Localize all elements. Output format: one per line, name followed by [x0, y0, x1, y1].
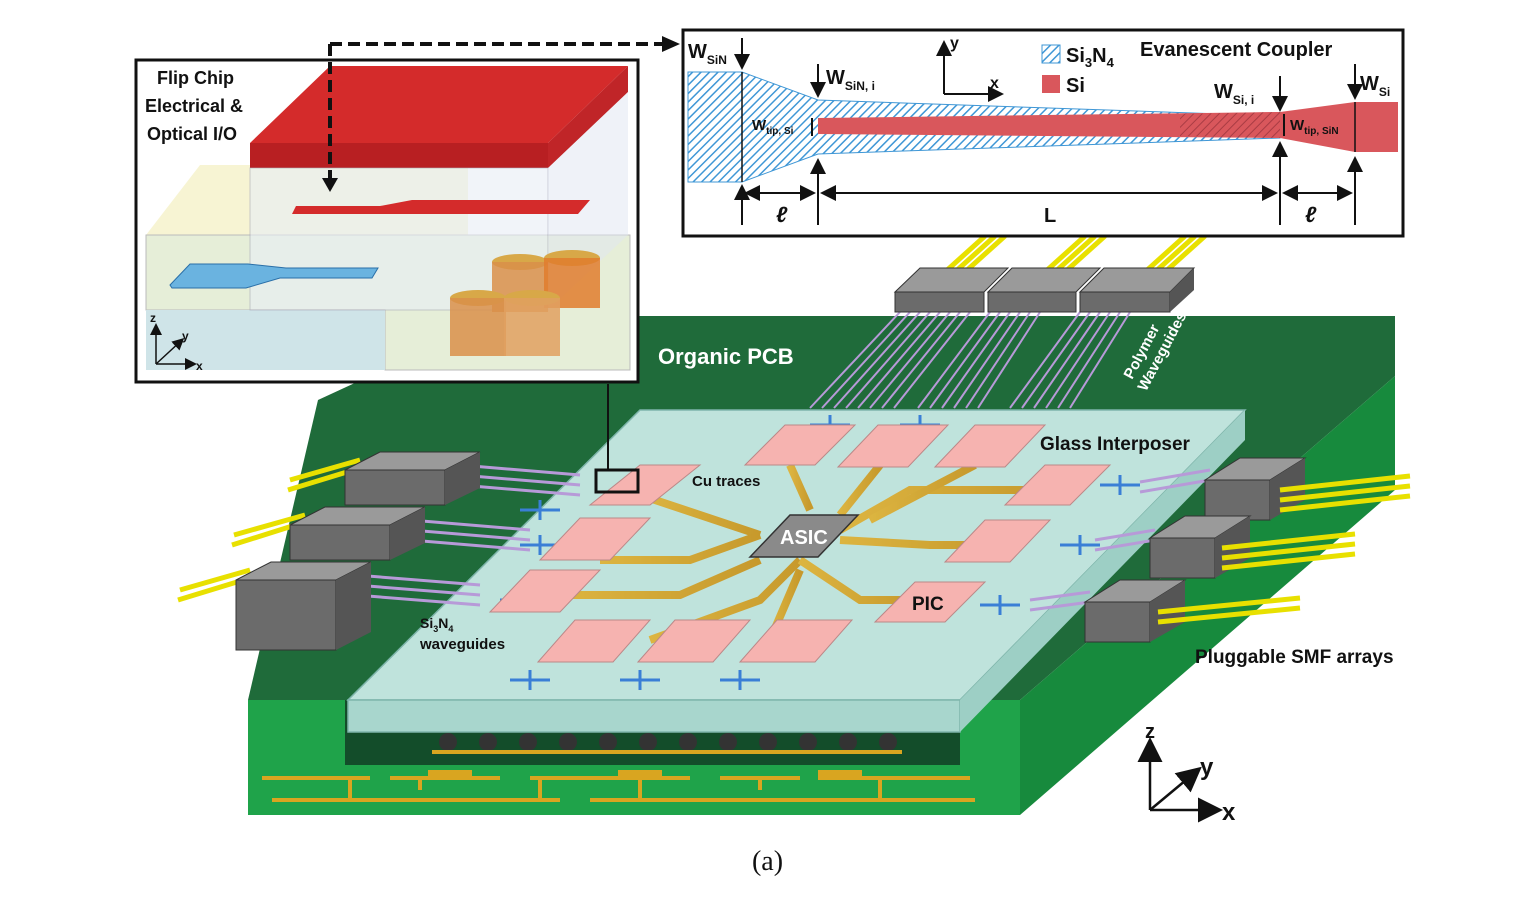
figure-caption: (a) — [751, 846, 784, 877]
label-ell-right: ℓ — [1305, 202, 1317, 227]
legend-sin-n: N — [1092, 45, 1106, 67]
top-fiber-ribbons — [943, 234, 1207, 274]
main-axis-y: y — [1200, 754, 1214, 781]
cu-traces-label: Cu traces — [692, 473, 760, 490]
dashed-arrow-to-coupler — [330, 36, 680, 52]
legend-si-label: Si — [1066, 75, 1085, 97]
inset-bumps — [450, 250, 600, 356]
main-axis-z: z — [1145, 721, 1155, 743]
label-w-si-sub: Si — [1379, 85, 1390, 99]
label-w-tip-si-main: W — [752, 117, 767, 134]
coupler-axis-x: x — [990, 75, 999, 92]
pic-label: PIC — [912, 594, 944, 615]
label-w-si: WSi — [1360, 73, 1390, 99]
inset-axis-x: x — [196, 359, 203, 373]
pluggable-smf-label: Pluggable SMF arrays — [1195, 647, 1394, 668]
label-w-si-i: WSi, i — [1214, 81, 1254, 107]
sin-wg-base: Si — [420, 615, 433, 631]
main-axis-x: x — [1222, 799, 1236, 826]
top-smf-connectors — [893, 267, 1196, 313]
right-fiber-ribbons — [1157, 473, 1411, 625]
label-w-si-main: W — [1360, 73, 1379, 95]
sin-wg-n: N — [438, 615, 448, 631]
asic-label: ASIC — [780, 527, 828, 549]
label-w-sin-i-sub: SiN, i — [845, 79, 875, 93]
asic-chip — [748, 514, 860, 558]
zoom-selection-box — [594, 468, 640, 494]
flip-chip-title-line2: Electrical & — [145, 96, 243, 116]
inset-axis-z: z — [150, 311, 156, 325]
pic-chips — [488, 424, 1112, 663]
label-w-sin-i: WSiN, i — [826, 67, 875, 93]
pcb-internal-traces — [262, 770, 975, 802]
right-smf-connectors — [1083, 457, 1307, 643]
label-ell-left: ℓ — [776, 202, 788, 227]
legend-si-swatch — [1042, 75, 1060, 93]
label-w-si-i-main: W — [1214, 81, 1233, 103]
left-smf-connectors — [235, 451, 481, 651]
sin-waveguides-line2: waveguides — [419, 636, 505, 653]
label-w-tip-sin-main: W — [1290, 117, 1305, 134]
polymer-waveguides-top — [809, 311, 1131, 409]
right-polymer-waveguides — [1029, 468, 1211, 612]
label-w-sin: WSiN — [688, 41, 727, 67]
legend-sin-base: Si — [1066, 45, 1085, 67]
legend-sin-sub3: 3 — [1085, 55, 1092, 70]
label-w-tip-si: Wtip, Si — [752, 117, 794, 137]
inset-axis-y: y — [182, 329, 189, 343]
coupler-title: Evanescent Coupler — [1140, 39, 1333, 61]
sin-wg-sub4: 4 — [448, 624, 453, 634]
flip-chip-inset — [134, 44, 640, 384]
sin-wg-sub3: 3 — [433, 624, 438, 634]
evanescent-coupler-inset — [681, 28, 1405, 238]
flip-chip-title-line1: Flip Chip — [157, 68, 234, 88]
label-w-sin-sub: SiN — [707, 53, 727, 67]
legend-sin-sub4: 4 — [1107, 55, 1115, 70]
coupler-axis-y: y — [950, 35, 959, 52]
flip-chip-title-line3: Optical I/O — [147, 124, 237, 144]
solder-bumps — [432, 733, 902, 754]
label-w-sin-i-main: W — [826, 67, 845, 89]
label-w-si-i-sub: Si, i — [1233, 93, 1254, 107]
legend-sin-swatch — [1041, 44, 1061, 64]
glass-interposer-label: Glass Interposer — [1040, 434, 1191, 455]
legend-sin-label: Si3N4 — [1066, 45, 1115, 70]
label-w-tip-sin: Wtip, SiN — [1290, 117, 1339, 137]
sin-waveguides-label: Si3N4 — [420, 615, 453, 634]
organic-pcb-label: Organic PCB — [658, 344, 794, 369]
main-axes — [1137, 737, 1223, 823]
label-w-tip-sin-sub: tip, SiN — [1304, 126, 1338, 137]
label-length: L — [1044, 205, 1056, 227]
label-w-sin-main: W — [688, 41, 707, 63]
label-w-tip-si-sub: tip, Si — [766, 126, 793, 137]
